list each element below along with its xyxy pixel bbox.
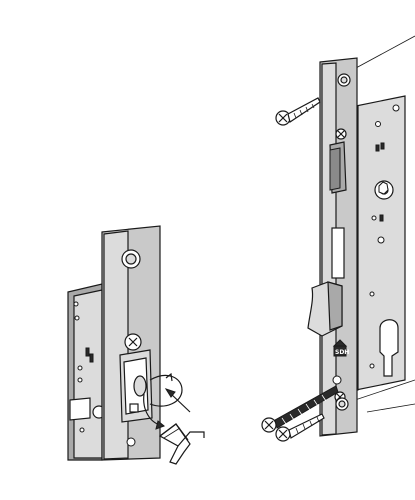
fixing-screw-long bbox=[261, 385, 339, 433]
detail-lock-body bbox=[67, 225, 161, 461]
cylinder-cutout bbox=[379, 319, 399, 377]
logo-text: SDH bbox=[335, 349, 349, 356]
detail-screw bbox=[124, 333, 142, 351]
screw-top bbox=[275, 97, 321, 126]
faceplate: SDH bbox=[307, 57, 358, 437]
brand-logo: SDH bbox=[332, 339, 349, 357]
allen-key bbox=[158, 423, 205, 465]
latch-bolt bbox=[329, 141, 347, 194]
screw-bottom bbox=[275, 413, 325, 442]
deadbolt bbox=[307, 281, 343, 337]
rotation-arrow bbox=[143, 372, 191, 430]
